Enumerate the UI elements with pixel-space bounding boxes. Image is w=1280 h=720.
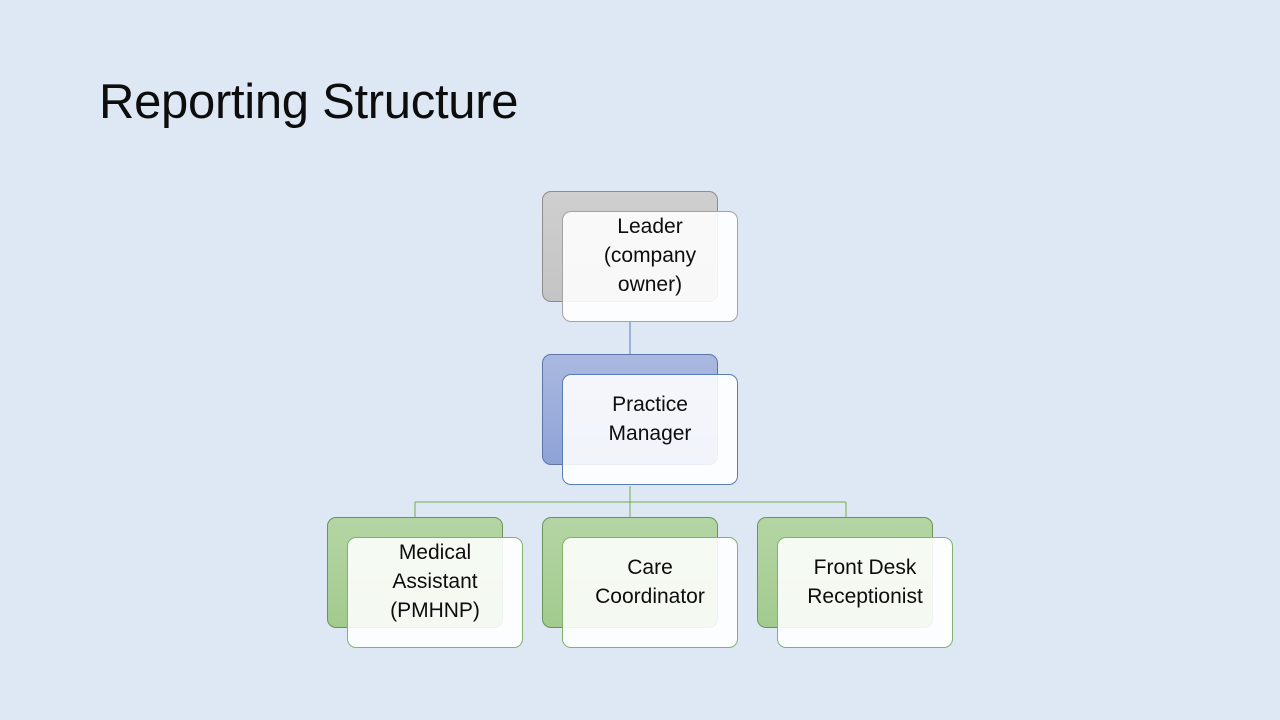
node-card: Front Desk Receptionist (777, 537, 953, 648)
node-card: Care Coordinator (562, 537, 738, 648)
node-label: Leader (company owner) (603, 215, 697, 296)
node-card: Medical Assistant (PMHNP) (347, 537, 523, 648)
node-label: Front Desk Receptionist (807, 555, 923, 608)
slide-title: Reporting Structure (99, 75, 519, 129)
node-card: Leader (company owner) (562, 211, 738, 322)
node-label: Medical Assistant (PMHNP) (390, 541, 480, 622)
node-label: Practice Manager (608, 392, 692, 445)
node-card: Practice Manager (562, 374, 738, 485)
node-label: Care Coordinator (595, 555, 705, 608)
